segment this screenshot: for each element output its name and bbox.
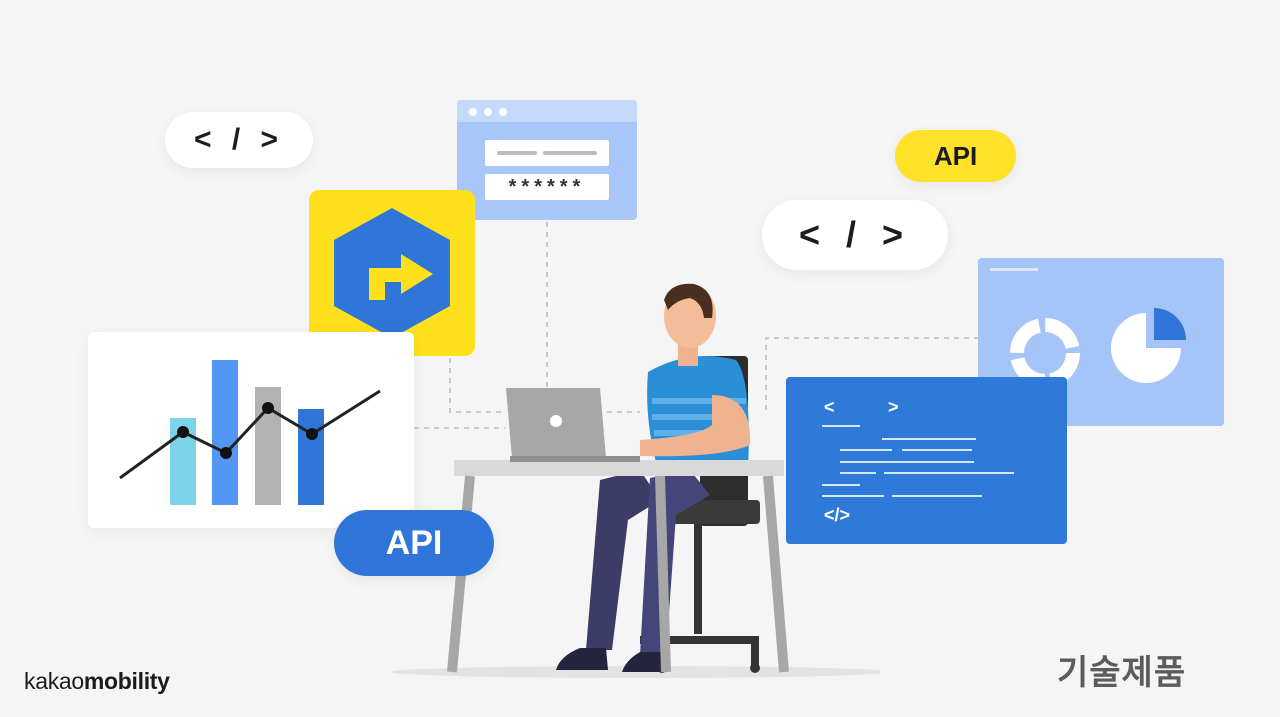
code-tag-icon: </> — [824, 505, 851, 525]
code-tag-icon: < / > — [798, 214, 912, 255]
code-editor-panel: < > </> — [786, 377, 1067, 544]
username-field — [485, 140, 609, 166]
analytics-chart-card — [88, 332, 414, 528]
api-badge-yellow: API — [895, 130, 1016, 182]
window-dot — [469, 108, 477, 116]
window-dot — [484, 108, 492, 116]
dashboard-window — [978, 258, 1224, 426]
pie-chart-icon — [1111, 308, 1186, 383]
kakao-navi-app-card — [309, 190, 475, 356]
category-label: 기술제품 — [1057, 654, 1187, 692]
password-field: ****** — [485, 174, 609, 200]
brand-wordmark-light: kakao — [24, 668, 84, 694]
code-tag-badge-large: < / > — [762, 200, 948, 270]
bar-line-chart-graphic — [119, 360, 381, 505]
kakaomobility-logo: kakaomobility — [24, 668, 170, 695]
code-tag-icon: < / > — [193, 123, 285, 156]
window-titlebar — [457, 100, 637, 122]
brand-wordmark-bold: mobility — [83, 668, 170, 694]
developer-at-desk-illustration — [390, 283, 880, 678]
api-badge-blue: API — [334, 510, 494, 576]
navigation-arrow-icon — [334, 208, 450, 338]
window-title-line — [990, 268, 1038, 271]
code-open-glyph: < — [824, 397, 835, 417]
login-window-card: ****** — [457, 100, 637, 220]
code-tag-badge-small: < / > — [165, 112, 313, 168]
api-badge-label: API — [933, 140, 978, 171]
window-dot — [499, 108, 507, 116]
laptop-icon — [506, 388, 640, 462]
code-close-glyph: > — [888, 397, 899, 417]
api-badge-label: API — [385, 523, 443, 562]
donut-chart-icon — [1010, 318, 1080, 388]
